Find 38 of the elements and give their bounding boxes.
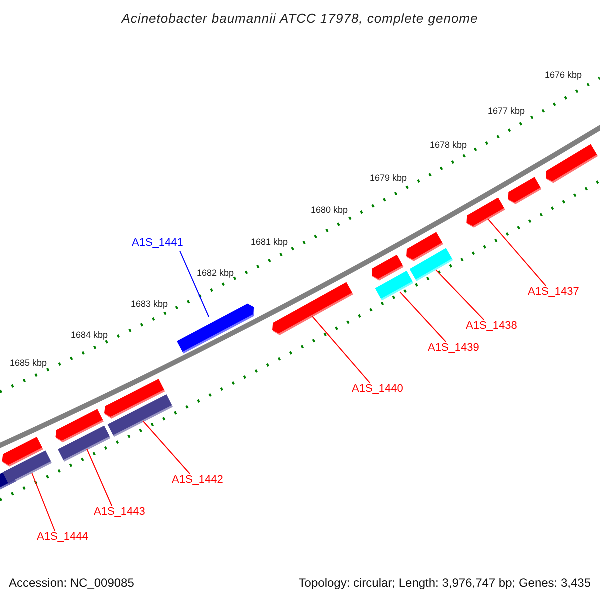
gene-feature (272, 282, 354, 336)
gene-feature (58, 426, 111, 462)
tick-label: 1678 kbp (430, 140, 468, 150)
gene-feature (410, 248, 454, 282)
tick-label: 1680 kbp (311, 205, 348, 215)
tick-label: 1679 kbp (370, 173, 408, 183)
gene-label: A1S_1438 (466, 320, 518, 333)
genome-summary-text: Topology: circular; Length: 3,976,747 bp; Genes: 3,435 (298, 575, 591, 592)
gene-label: A1S_1437 (528, 286, 580, 299)
leader-line (312, 316, 370, 384)
leader-line (488, 218, 546, 286)
gene-label: A1S_1442 (172, 474, 224, 487)
gene-label: A1S_1439 (428, 342, 480, 355)
tick-label: 1676 kbp (545, 70, 582, 80)
gene-feature (375, 271, 414, 301)
gene-feature (508, 177, 542, 204)
tick-label: 1677 kbp (488, 106, 526, 116)
leader-line (400, 292, 446, 342)
tick-label: 1685 kbp (10, 358, 48, 368)
tick-label: 1682 kbp (197, 268, 234, 278)
accession-text: Accession: NC_009085 (9, 575, 134, 592)
gene-label: A1S_1441 (132, 237, 184, 250)
gene-feature (177, 304, 255, 354)
leader-line (436, 270, 484, 320)
gene-label: A1S_1440 (352, 383, 404, 396)
gene-label: A1S_1444 (37, 531, 88, 544)
leader-line (32, 472, 56, 532)
leader-line (86, 448, 112, 506)
gene-feature (108, 394, 174, 438)
leader-line (142, 420, 190, 474)
tick-label: 1684 kbp (71, 330, 108, 340)
gene-label: A1S_1443 (94, 506, 146, 519)
tick-label: 1681 kbp (251, 237, 288, 247)
tick-label: 1683 kbp (131, 299, 168, 309)
title: Acinetobacter baumannii ATCC 17978, complete genome (120, 10, 480, 28)
gene-feature (546, 144, 598, 184)
gene-feature (466, 198, 506, 228)
leader-line (180, 250, 210, 318)
